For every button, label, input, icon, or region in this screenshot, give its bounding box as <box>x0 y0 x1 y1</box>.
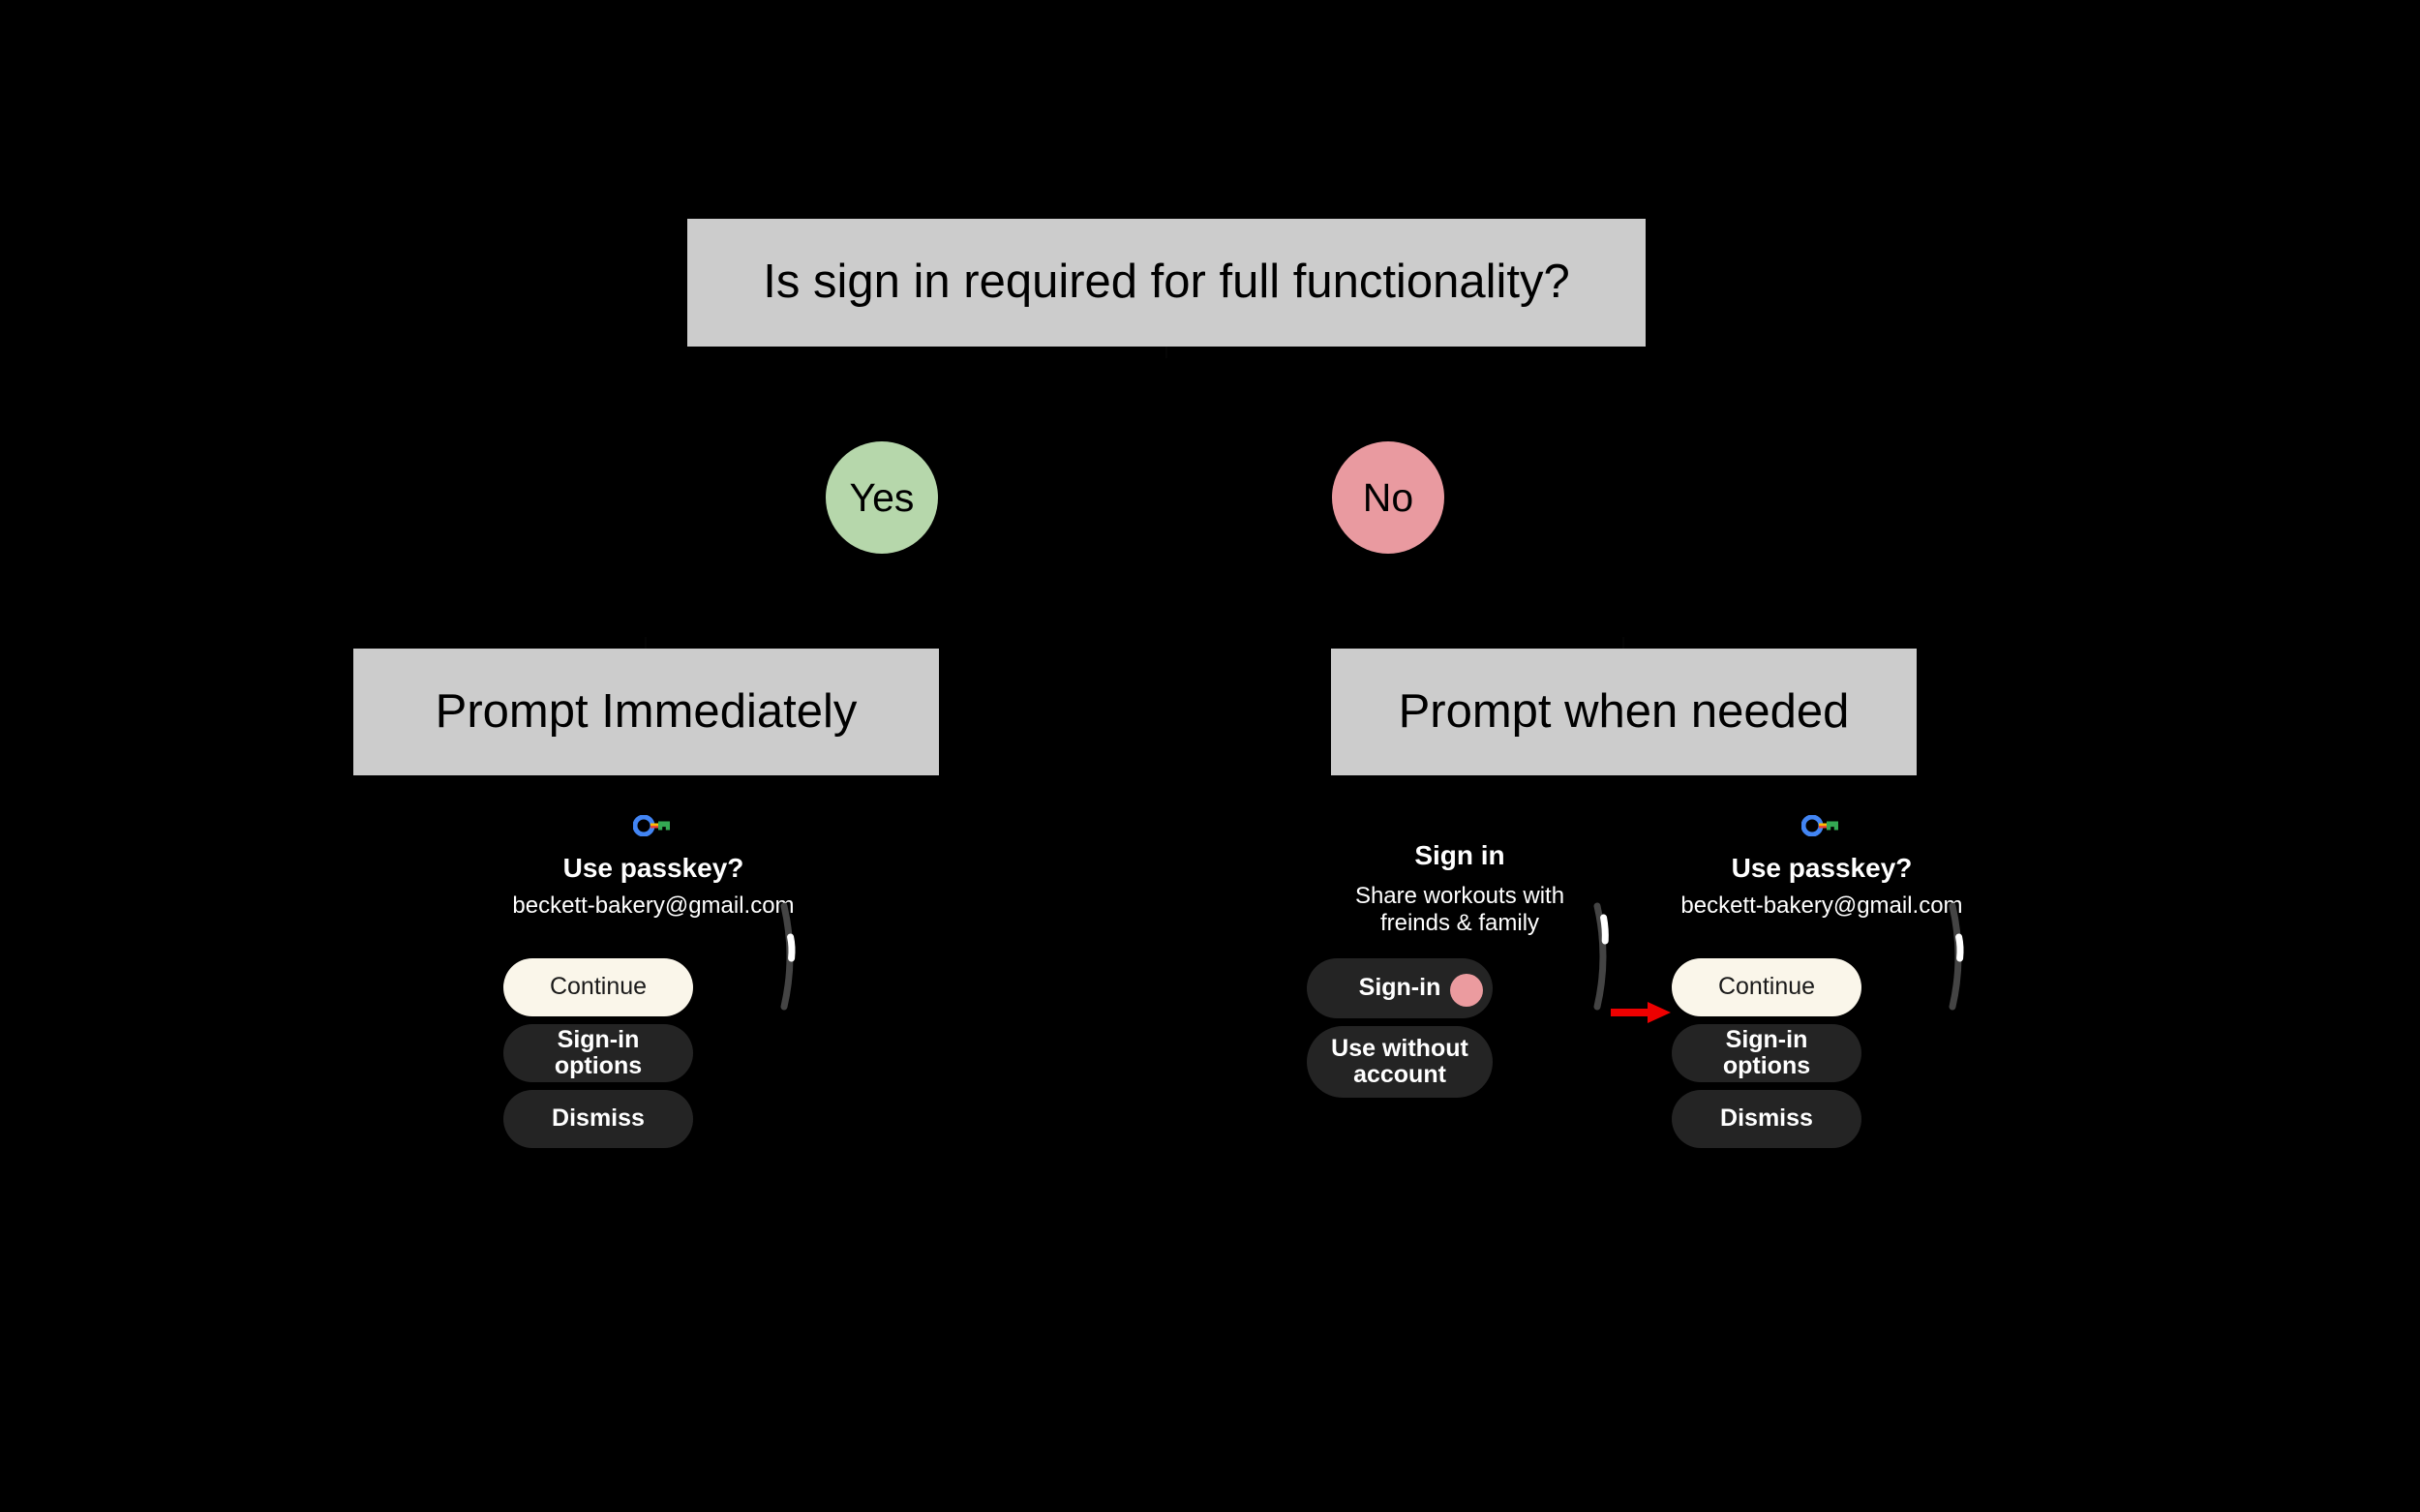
question-box: Is sign in required for full functionali… <box>687 219 1646 347</box>
sign-in-button[interactable]: Sign-in <box>1307 958 1493 1018</box>
dismiss-button[interactable]: Dismiss <box>1672 1090 1861 1148</box>
mockup-title: Sign in <box>1414 840 1505 870</box>
tap-cursor-dot <box>1450 974 1483 1007</box>
connector-line-no-branch <box>1622 637 1624 650</box>
google-passkey-icon <box>1801 815 1838 836</box>
mockup-right-passkey-prompt: Use passkey? beckett-bakery@gmail.com Co… <box>1648 803 1996 1307</box>
outcome-box-prompt-when-needed: Prompt when needed <box>1331 649 1917 775</box>
red-arrow-icon <box>1611 1002 1671 1023</box>
use-without-account-button[interactable]: Use without account <box>1307 1026 1493 1098</box>
continue-button[interactable]: Continue <box>1672 958 1861 1016</box>
scrollbar-indicator[interactable] <box>778 900 803 1013</box>
mockup-subtitle: beckett-bakery@gmail.com <box>1680 892 1963 919</box>
scrollbar-indicator[interactable] <box>1947 900 1972 1013</box>
mockup-title: Use passkey? <box>562 853 744 883</box>
scrollbar-indicator[interactable] <box>1591 900 1617 1013</box>
sign-in-options-button[interactable]: Sign-in options <box>503 1024 693 1082</box>
mockup-middle-signin-prompt: Sign in Share workouts with freinds & fa… <box>1305 811 1615 1276</box>
google-passkey-icon <box>633 815 670 836</box>
decision-no: No <box>1332 441 1444 554</box>
outcome-box-prompt-immediately: Prompt Immediately <box>353 649 939 775</box>
continue-button[interactable]: Continue <box>503 958 693 1016</box>
connector-line-yes-branch <box>645 637 647 650</box>
dismiss-button[interactable]: Dismiss <box>503 1090 693 1148</box>
mockup-left-passkey-prompt: Use passkey? beckett-bakery@gmail.com Co… <box>479 803 828 1307</box>
mockup-subtitle: Share workouts with freinds & family <box>1354 883 1565 936</box>
sign-in-options-button[interactable]: Sign-in options <box>1672 1024 1861 1082</box>
mockup-subtitle: beckett-bakery@gmail.com <box>512 892 795 919</box>
connector-line-question <box>1165 347 1167 358</box>
mockup-title: Use passkey? <box>1731 853 1913 883</box>
decision-yes: Yes <box>826 441 938 554</box>
